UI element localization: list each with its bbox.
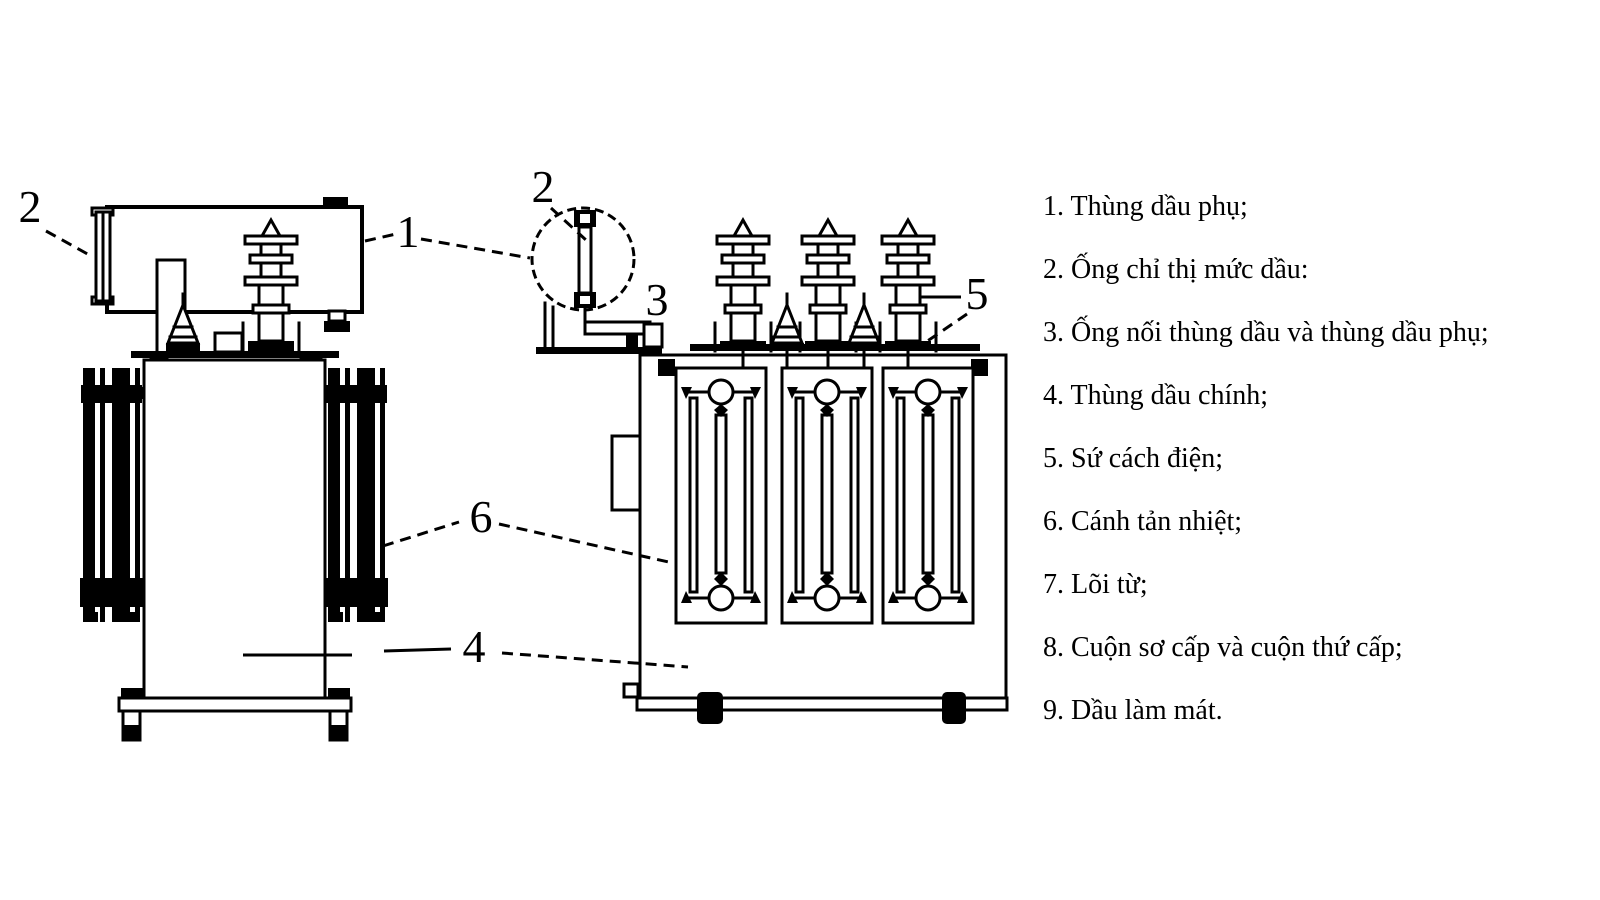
- callout-connecting-pipe: 3: [646, 274, 669, 325]
- leader-main-tank: [501, 651, 689, 669]
- callout-oil-gauge-side: 2: [19, 181, 42, 232]
- legend: 1. Thùng dầu phụ; 2. Ống chỉ thị mức dầu…: [1043, 175, 1489, 742]
- legend-item-9: 9. Dầu làm mát.: [1043, 695, 1223, 726]
- connecting-pipe: [583, 306, 652, 347]
- callout-bushing: 5: [966, 268, 989, 319]
- radiator-panel-3: [881, 366, 975, 625]
- legend-item-4: 4. Thùng dầu chính;: [1043, 380, 1269, 411]
- legend-item-8: 8. Cuộn sơ cấp và cuộn thứ cấp;: [1043, 632, 1403, 663]
- radiator-panel-2: [780, 366, 874, 625]
- terminal-box: [213, 331, 244, 354]
- hv-bushing-1: [713, 218, 773, 353]
- oil-level-gauge-front: [574, 210, 596, 308]
- radiator-panel-1: [674, 366, 768, 625]
- front-view: [530, 206, 1009, 724]
- callout-conservator: 1: [397, 206, 420, 257]
- tank-lid: [131, 351, 339, 358]
- legend-item-6: 6. Cánh tản nhiệt;: [1043, 506, 1243, 537]
- callout-radiator: 6: [470, 491, 493, 542]
- conservator-front: [530, 206, 664, 354]
- lv-bushing-2: [845, 292, 883, 353]
- radiator-fins-left: [80, 368, 143, 622]
- callout-oil-gauge-front: 2: [532, 161, 555, 212]
- legend-item-5: 5. Sứ cách điện;: [1043, 443, 1224, 474]
- wheel-left: [697, 692, 723, 724]
- leader-oil-gauge-front: [549, 206, 588, 242]
- hv-bushing-2: [798, 218, 858, 353]
- side-view: [80, 197, 388, 742]
- conservator-tank-side: [90, 197, 364, 332]
- leader-conservator: [420, 237, 531, 260]
- wheel-right: [942, 692, 966, 724]
- radiator-fins-right: [325, 368, 388, 622]
- leader-oil-gauge-side: [45, 229, 94, 259]
- legend-item-3: 3. Ống nối thùng dầu và thùng dầu phụ;: [1043, 317, 1489, 348]
- hv-bushing-side: [241, 218, 301, 353]
- legend-item-7: 7. Lõi từ;: [1043, 569, 1148, 600]
- filler-cap: [323, 197, 348, 208]
- leader-radiator: [498, 522, 674, 565]
- legend-item-1: 1. Thùng dầu phụ;: [1043, 191, 1248, 222]
- drain-valve: [324, 321, 350, 332]
- bushings-front: [690, 218, 980, 370]
- callouts: 2 1 2 3 5 6 4: [19, 161, 989, 672]
- hv-bushing-3: [878, 218, 938, 353]
- oil-level-gauge-side: [94, 210, 112, 303]
- callout-main-tank: 4: [463, 621, 486, 672]
- leader-bushing: [925, 312, 968, 344]
- legend-item-2: 2. Ống chỉ thị mức dầu:: [1043, 254, 1309, 285]
- main-tank-side: [117, 358, 353, 742]
